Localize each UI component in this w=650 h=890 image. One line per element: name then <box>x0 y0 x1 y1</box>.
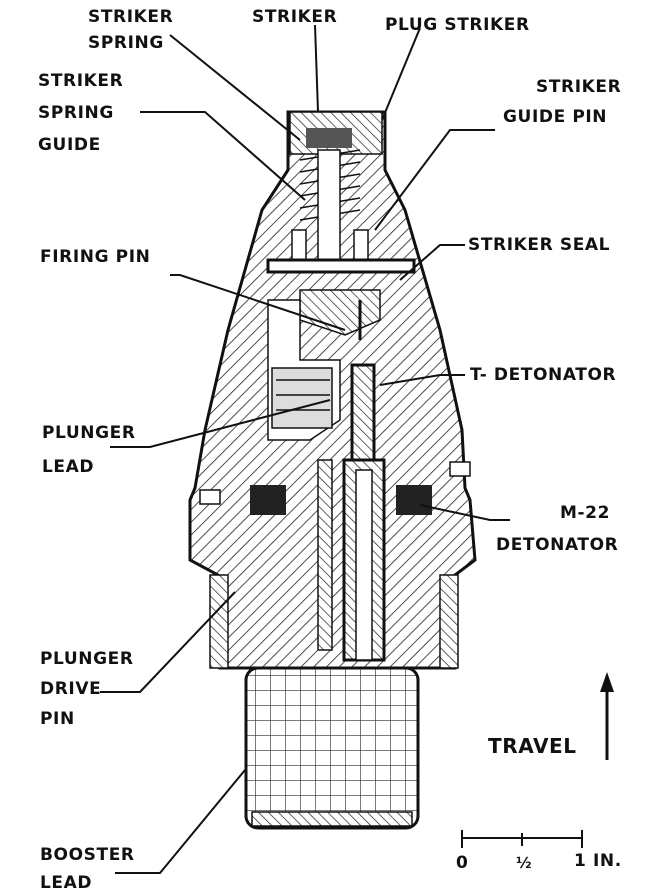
m22-detonator-right <box>396 485 432 515</box>
scale-tick-0: 0 <box>456 853 468 873</box>
leader-lines <box>100 24 510 874</box>
fuze-body <box>188 110 477 830</box>
striker-spring-guide <box>317 149 341 261</box>
label-striker: STRIKER <box>252 7 337 27</box>
label-striker-spring-guide-3: GUIDE <box>38 135 101 155</box>
label-striker-spring-guide-2: SPRING <box>38 103 114 123</box>
label-t-detonator: T- DETONATOR <box>470 365 616 385</box>
label-striker-guide-pin-1: STRIKER <box>536 77 621 97</box>
scale-tick-half: ½ <box>516 854 532 872</box>
striker-guide-pin-right <box>353 229 369 261</box>
label-plunger-lead-1: PLUNGER <box>42 423 136 443</box>
m22-detonator-left <box>250 485 286 515</box>
side-pin-right <box>449 461 471 477</box>
label-plunger-drive-pin-2: DRIVE <box>40 679 101 699</box>
label-plunger-lead-2: LEAD <box>42 457 94 477</box>
scale-bar: 0 ½ 1 IN. <box>456 830 622 873</box>
plunger-drive-pin <box>317 459 333 651</box>
label-striker-seal: STRIKER SEAL <box>468 235 610 255</box>
scale-tick-1in: 1 IN. <box>574 851 622 871</box>
travel-arrow-head-icon <box>600 672 614 692</box>
thread-right <box>439 574 459 669</box>
label-striker-spring-1: STRIKER <box>88 7 173 27</box>
label-booster-lead-1: BOOSTER <box>40 845 135 865</box>
label-m22-detonator-1: M-22 <box>560 503 610 523</box>
label-plunger-drive-pin-3: PIN <box>40 709 75 729</box>
travel-indicator: TRAVEL <box>488 672 614 760</box>
label-m22-detonator-2: DETONATOR <box>496 535 618 555</box>
side-pin-left <box>199 489 221 505</box>
label-travel: TRAVEL <box>488 734 577 758</box>
label-booster-lead-2: LEAD <box>40 873 92 890</box>
rotor-chamber <box>271 367 333 429</box>
label-striker-guide-pin-2: GUIDE PIN <box>503 107 607 127</box>
label-plunger-drive-pin-1: PLUNGER <box>40 649 134 669</box>
booster-base <box>251 811 413 827</box>
striker <box>306 128 352 148</box>
t-detonator <box>350 363 376 467</box>
thread-left <box>209 574 229 669</box>
label-striker-spring-2: SPRING <box>88 33 164 53</box>
striker-guide-pin-left <box>291 229 307 261</box>
striker-seal <box>266 258 416 274</box>
lead-channel <box>355 469 373 661</box>
label-plug-striker: PLUG STRIKER <box>385 15 530 35</box>
label-striker-spring-guide-1: STRIKER <box>38 71 123 91</box>
booster-lead <box>244 666 420 830</box>
label-firing-pin: FIRING PIN <box>40 247 150 267</box>
labels: STRIKER SPRING STRIKER PLUG STRIKER STRI… <box>38 7 621 890</box>
